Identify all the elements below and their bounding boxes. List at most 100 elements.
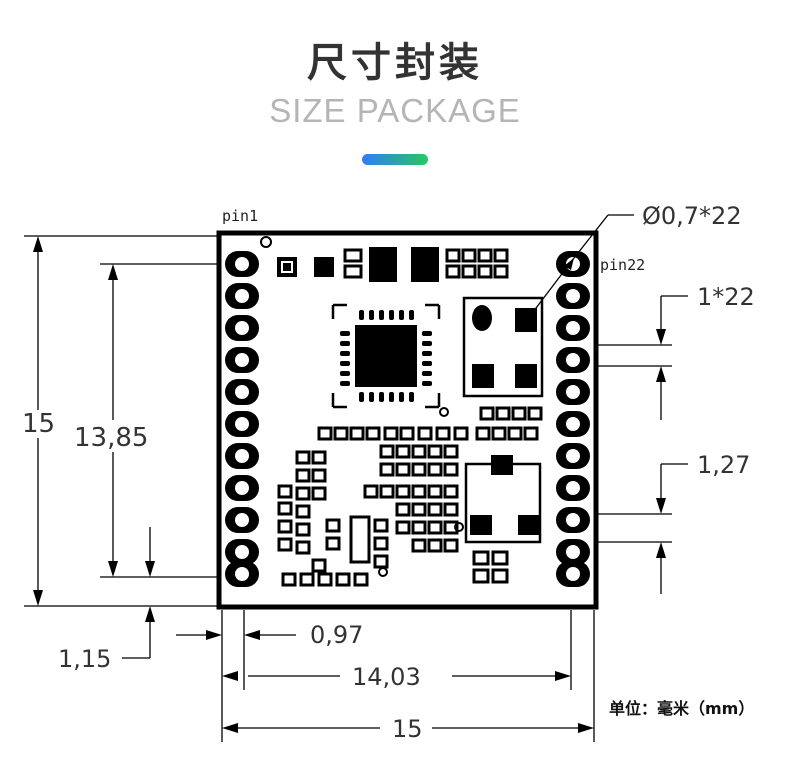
side-offset-label: 0,97	[310, 621, 363, 649]
passive-pad	[317, 572, 333, 587]
left-pin	[225, 507, 259, 533]
passive-pad	[395, 502, 411, 517]
passive-pad	[317, 426, 333, 441]
right-pin	[556, 251, 590, 277]
passive-pad	[281, 572, 297, 587]
passive-pad	[295, 450, 311, 465]
passive-pad	[335, 572, 351, 587]
passive-pad	[411, 502, 427, 517]
passive-pad	[363, 484, 379, 499]
passive-pad	[523, 426, 539, 441]
page-subtitle: SIZE PACKAGE	[269, 92, 521, 129]
passive-pad	[299, 572, 315, 587]
passive-pad	[427, 462, 443, 477]
passive-pad	[295, 504, 311, 519]
passive-pad	[295, 540, 311, 555]
passive-pad	[383, 426, 399, 441]
accent-bar	[362, 154, 428, 165]
passive-pad	[443, 484, 459, 499]
passive-pad	[443, 502, 459, 517]
dimension-arrows	[33, 236, 666, 733]
passive-pad	[365, 426, 381, 441]
right-pin	[556, 561, 590, 587]
passive-pad	[349, 426, 365, 441]
passive-pad	[417, 426, 433, 441]
left-pin-row	[225, 251, 259, 587]
left-pin	[225, 539, 259, 565]
passive-pad	[427, 520, 443, 535]
left-pin	[225, 283, 259, 309]
passive-pad	[295, 486, 311, 501]
bottom-offset-label: 1,15	[58, 645, 111, 673]
passive-pad	[399, 426, 415, 441]
passive-pad	[333, 426, 349, 441]
left-pin	[225, 561, 259, 587]
page-title: 尺寸封装	[307, 40, 483, 86]
passive-pad	[295, 468, 311, 483]
passive-pad	[395, 484, 411, 499]
width-pins-label: 14,03	[352, 663, 421, 691]
left-pin	[225, 411, 259, 437]
passive-pad	[379, 462, 395, 477]
chip-marker	[439, 407, 449, 417]
passive-pad	[435, 426, 451, 441]
passive-pad	[495, 406, 511, 421]
hole-spec-label: Ø0,7*22	[642, 202, 742, 230]
passive-pad	[379, 484, 395, 499]
passive-pad	[395, 444, 411, 459]
pin1-label: pin1	[222, 207, 258, 225]
passive-pad	[427, 444, 443, 459]
height-total-label: 15	[22, 409, 55, 439]
passive-pad	[443, 520, 459, 535]
passive-pad	[277, 501, 293, 516]
right-pin-row	[556, 251, 590, 587]
left-pin	[225, 347, 259, 373]
pin1-marker	[260, 236, 272, 248]
right-pin	[556, 443, 590, 469]
passive-pad	[311, 450, 327, 465]
pitch-label: 1,27	[697, 451, 750, 479]
passive-pad	[443, 538, 459, 553]
passive-pad	[475, 426, 491, 441]
passive-pad	[527, 406, 543, 421]
passive-pad	[479, 406, 495, 421]
passive-pad	[395, 520, 411, 535]
passive-pad	[411, 484, 427, 499]
passive-pad	[325, 518, 341, 533]
passive-pad	[295, 522, 311, 537]
passive-pad	[507, 426, 523, 441]
passive-pad	[427, 538, 443, 553]
unit-note: 单位：毫米（mm）	[609, 699, 754, 718]
right-pin	[556, 379, 590, 405]
right-pin	[556, 507, 590, 533]
passive-components	[277, 406, 543, 587]
passive-pad	[277, 484, 293, 499]
passive-pad	[443, 444, 459, 459]
left-pin	[225, 443, 259, 469]
pin22-label: pin22	[600, 256, 645, 274]
passive-pad	[311, 558, 327, 573]
right-pin	[556, 347, 590, 373]
right-pin	[556, 283, 590, 309]
qfn-chip	[331, 303, 441, 409]
left-pin	[225, 315, 259, 341]
passive-pad	[453, 426, 469, 441]
passive-pad	[411, 444, 427, 459]
passive-pad	[411, 520, 427, 535]
right-pin	[556, 475, 590, 501]
right-pin	[556, 539, 590, 565]
inductor-marker	[378, 567, 388, 577]
passive-pad	[353, 572, 369, 587]
passive-pad	[277, 537, 293, 552]
left-pin	[225, 475, 259, 501]
passive-pad	[443, 462, 459, 477]
passive-pad	[491, 426, 507, 441]
passive-pad	[427, 484, 443, 499]
passive-pad	[373, 536, 389, 551]
crystal-module	[462, 296, 544, 398]
passive-pad	[411, 538, 427, 553]
passive-pad	[311, 468, 327, 483]
lower-chip	[464, 455, 542, 584]
left-pin	[225, 251, 259, 277]
